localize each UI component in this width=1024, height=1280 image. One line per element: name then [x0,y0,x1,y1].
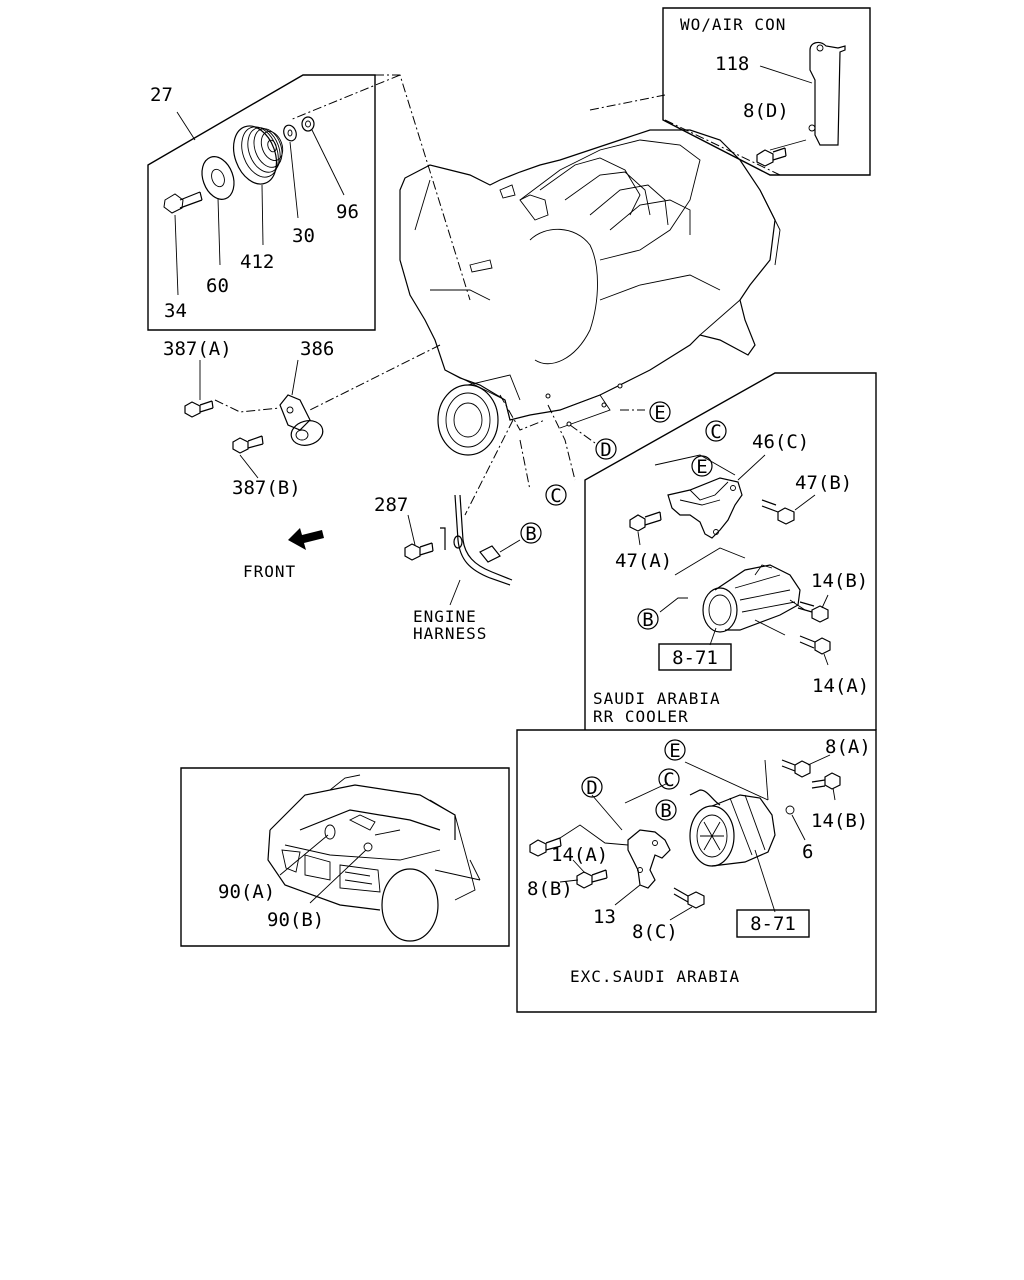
callout-d-2: D [586,777,597,799]
label-47a: 47(A) [615,550,672,572]
callout-markers [520,401,727,821]
callout-b-3: B [660,800,671,822]
callout-c-3: C [663,769,674,791]
callout-e-1: E [654,402,665,424]
part-numbers: 27 96 30 412 60 34 387(A) 386 387(B) 287… [150,53,871,943]
label-6: 6 [802,841,813,863]
ref-box-saudi [658,643,732,671]
label-387b: 387(B) [232,477,301,499]
front-arrow-icon [288,528,324,550]
callout-b-2: B [642,609,653,631]
nut-96 [301,116,315,132]
callout-b-1: B [525,523,536,545]
label-27: 27 [150,84,173,106]
reference-labels: 8-71 8-71 [672,647,796,935]
label-14a-2: 14(A) [551,844,608,866]
callout-e-2: E [696,456,707,478]
callout-d-1: D [600,439,611,461]
ref-box-exc-saudi [736,909,810,938]
label-118: 118 [715,53,749,75]
captions: WO/AIR CON SAUDI ARABIA RR COOLER EXC.SA… [243,15,786,986]
callout-c-1: C [550,485,561,507]
callout-letters: E D C B C E B E D C B [525,402,721,822]
label-30: 30 [292,225,315,247]
tensioner-386 [184,359,324,479]
washer-60 [201,156,235,200]
label-287: 287 [374,494,408,516]
callout-e-3: E [669,740,680,762]
bolt-34 [163,191,203,214]
label-387a: 387(A) [163,338,232,360]
label-60: 60 [206,275,229,297]
caption-saudi-arabia: SAUDI ARABIA [593,689,721,708]
spacer-30 [283,124,297,142]
box-vehicle [180,767,510,947]
box-saudi-arabia [584,372,877,730]
engine-block [399,129,781,456]
label-90a: 90(A) [218,881,275,903]
engine-harness [404,494,521,606]
label-47b: 47(B) [795,472,852,494]
label-13: 13 [593,906,616,928]
label-14b-1: 14(B) [811,570,868,592]
idler-pulley-group [147,74,376,331]
box-exc-saudi-arabia [516,729,877,1013]
label-34: 34 [164,300,187,322]
caption-rr-cooler: RR COOLER [593,707,689,726]
label-8d: 8(D) [743,100,789,122]
label-14a-1: 14(A) [812,675,869,697]
caption-exc-saudi-arabia: EXC.SAUDI ARABIA [570,967,740,986]
label-46c: 46(C) [752,431,809,453]
ref-8-71-saudi: 8-71 [672,647,718,669]
leader-lines [214,74,781,516]
label-96: 96 [336,201,359,223]
label-90b: 90(B) [267,909,324,931]
caption-engine: ENGINE [413,607,477,626]
label-8b: 8(B) [527,878,573,900]
label-8c: 8(C) [632,921,678,943]
caption-harness: HARNESS [413,624,487,643]
label-8a: 8(A) [825,736,871,758]
caption-front: FRONT [243,562,296,581]
box-wo-air-con [662,7,871,176]
ref-8-71-exc-saudi: 8-71 [750,913,796,935]
label-14b-2: 14(B) [811,810,868,832]
callout-c-2: C [710,421,721,443]
pulley-412 [232,125,284,185]
caption-wo-air-con: WO/AIR CON [680,15,786,34]
label-412: 412 [240,251,274,273]
label-386: 386 [300,338,334,360]
